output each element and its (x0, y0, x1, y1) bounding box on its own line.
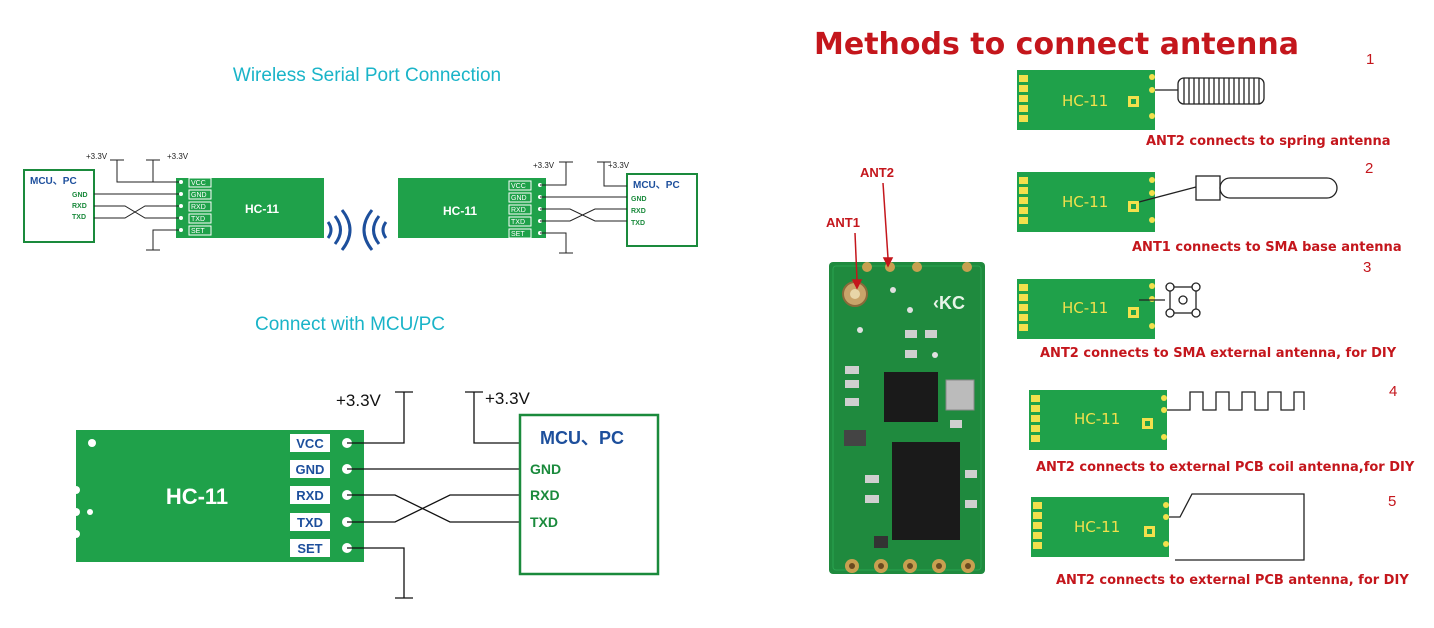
method-2-module-label: HC-11 (1062, 193, 1108, 211)
hc11-pcb-photo: ‹KC ANT1 ANT2 (826, 165, 985, 574)
method-4-number: 4 (1389, 383, 1397, 400)
small-mcu-pin-gnd-left: GND (72, 192, 88, 199)
small-mcu-box-right: MCU、PC GND RXD TXD (626, 173, 698, 247)
big-module: HC-11 VCC GND RXD TXD SET (72, 430, 364, 562)
small-mcu-pin-gnd-right: GND (631, 196, 647, 203)
small-wiring-right (540, 161, 627, 254)
pcb-label-ant1: ANT1 (826, 215, 860, 230)
antenna-panel-title: Methods to connect antenna (814, 27, 1299, 62)
small-pin-txd-right: TXD (511, 219, 525, 226)
supply-label-small-3: +3.3V (533, 161, 555, 170)
supply-label-big-2: +3.3V (485, 389, 531, 408)
small-mcu-pin-txd-left: TXD (72, 214, 86, 221)
method-5: HC-11 5 ANT2 connects to external PCB an… (1031, 493, 1409, 588)
title-wireless-serial: Wireless Serial Port Connection (233, 65, 501, 86)
pcb-coil-antenna-icon (1167, 391, 1305, 411)
small-pin-vcc-left: VCC (191, 180, 206, 187)
small-mcu-label-left: MCU、PC (30, 176, 77, 187)
method-4: HC-11 4 ANT2 connects to external PCB co… (1029, 383, 1415, 475)
small-pin-gnd-left: GND (191, 192, 207, 199)
small-mcu-pin-rxd-right: RXD (631, 208, 646, 215)
small-pin-vcc-right: VCC (511, 183, 526, 190)
small-mcu-pin-txd-right: TXD (631, 220, 645, 227)
method-3-module-label: HC-11 (1062, 299, 1108, 317)
big-pin-txd: TXD (297, 515, 323, 530)
big-pin-rxd: RXD (296, 488, 323, 503)
mcu-connection-diagram: Connect with MCU/PC HC-11 VCC GND RXD TX… (72, 314, 660, 599)
big-mcu-pin-txd: TXD (530, 514, 558, 530)
supply-label-big-1: +3.3V (336, 391, 382, 410)
small-mcu-box-left: MCU、PC GND RXD TXD (23, 169, 95, 243)
big-mcu-box: MCU、PC GND RXD TXD (518, 413, 660, 576)
method-4-module-label: HC-11 (1074, 410, 1120, 428)
sma-base-antenna-icon (1138, 175, 1338, 203)
small-wiring-left (94, 159, 179, 251)
small-pin-gnd-right: GND (511, 195, 527, 202)
method-3: HC-11 3 ANT2 connects to SMA external an… (1017, 259, 1397, 361)
small-pin-txd-left: TXD (191, 216, 205, 223)
small-mcu-label-right: MCU、PC (633, 180, 680, 191)
big-wiring (347, 391, 520, 599)
method-4-caption: ANT2 connects to external PCB coil anten… (1036, 460, 1415, 475)
small-pin-set-right: SET (511, 231, 525, 238)
small-pin-set-left: SET (191, 228, 205, 235)
method-3-number: 3 (1363, 259, 1371, 276)
pcb-antenna-icon (1169, 493, 1305, 561)
supply-label-small-1: +3.3V (86, 152, 108, 161)
big-mcu-pin-gnd: GND (530, 461, 561, 477)
big-module-label: HC-11 (166, 484, 228, 509)
small-module-left: HC-11 VCC GND RXD TXD SET (176, 177, 324, 238)
big-pin-gnd: GND (296, 462, 325, 477)
big-pin-set: SET (297, 541, 322, 556)
wireless-signal-icon (326, 209, 388, 251)
method-2-caption: ANT1 connects to SMA base antenna (1132, 240, 1402, 255)
supply-label-small-2: +3.3V (167, 152, 189, 161)
svg-text:‹KC: ‹KC (933, 293, 965, 313)
small-pin-rxd-left: RXD (191, 204, 206, 211)
supply-label-small-4: +3.3V (608, 161, 630, 170)
method-2-number: 2 (1365, 160, 1373, 177)
spring-antenna-icon (1155, 77, 1265, 105)
small-pin-rxd-right: RXD (511, 207, 526, 214)
method-3-caption: ANT2 connects to SMA external antenna, f… (1040, 346, 1397, 361)
big-mcu-label: MCU、PC (540, 428, 624, 448)
small-module-label-right: HC-11 (443, 204, 477, 218)
method-5-module-label: HC-11 (1074, 518, 1120, 536)
small-mcu-pin-rxd-left: RXD (72, 203, 87, 210)
antenna-methods-panel: Methods to connect antenna ‹KC (814, 27, 1415, 588)
method-5-caption: ANT2 connects to external PCB antenna, f… (1056, 573, 1409, 588)
method-1-module-label: HC-11 (1062, 92, 1108, 110)
small-module-right: HC-11 VCC GND RXD TXD SET (398, 178, 546, 239)
method-5-number: 5 (1388, 493, 1396, 510)
method-1: HC-11 1 ANT2 connects to spring antenna (1017, 51, 1391, 149)
big-pin-vcc: VCC (296, 436, 324, 451)
sma-external-antenna-icon (1139, 282, 1201, 318)
method-1-number: 1 (1366, 51, 1374, 68)
pcb-label-ant2: ANT2 (860, 165, 894, 180)
method-1-caption: ANT2 connects to spring antenna (1146, 134, 1391, 149)
wireless-connection-diagram: Wireless Serial Port Connection MCU、PC G… (23, 65, 698, 254)
small-module-label-left: HC-11 (245, 202, 279, 216)
title-connect-mcu: Connect with MCU/PC (255, 314, 445, 335)
method-2: HC-11 2 ANT1 connects to SMA base antenn… (1017, 160, 1402, 255)
big-mcu-pin-rxd: RXD (530, 487, 560, 503)
